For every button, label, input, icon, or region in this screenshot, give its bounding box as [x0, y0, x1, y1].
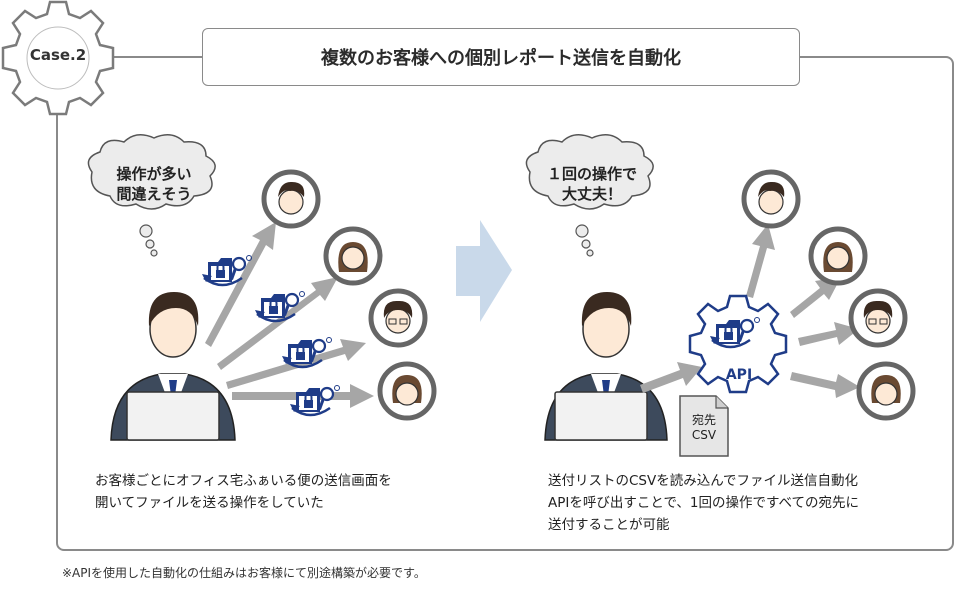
left-caption-line2: 開いてファイルを送る操作をしていた: [95, 495, 324, 511]
left-caption-line1: お客様ごとにオフィス宅ふぁいる便の送信画面を: [95, 473, 392, 489]
footnote: ※APIを使用した自動化の仕組みはお客様にて別途構築が必要です。: [62, 566, 426, 580]
recipient-avatar: [326, 229, 380, 283]
api-label: API: [725, 367, 753, 383]
csv-line2: CSV: [691, 428, 717, 442]
left-bubble-line1: 操作が多い: [116, 165, 192, 183]
page-title: 複数のお客様への個別レポート送信を自動化: [202, 28, 800, 86]
send-arrows-right: [640, 224, 860, 398]
right-bubble-line1: １回の操作で: [546, 165, 637, 183]
recipient-avatar: [811, 229, 865, 283]
right-caption-line3: 送付することが可能: [548, 517, 670, 533]
case-gear-badge: [1, 0, 115, 116]
recipient-avatar: [264, 172, 318, 226]
document-icon: [679, 395, 729, 457]
left-bubble-text: 操作が多い 間違えそう: [94, 164, 214, 204]
recipient-avatar: [371, 291, 425, 345]
gear-icon: [1, 0, 115, 116]
recipient-avatar: [859, 364, 913, 418]
right-caption: 送付リストのCSVを読み込んでファイル送信自動化 APIを呼び出すことで、1回の…: [548, 470, 948, 536]
transition-arrow: [456, 220, 512, 322]
api-gear-icon: [688, 294, 788, 394]
right-bubble-text: １回の操作で 大丈夫！: [532, 164, 652, 204]
lock-key-icon: [288, 384, 341, 417]
recipient-avatar: [744, 172, 798, 226]
thought-cloud-left: [87, 134, 216, 257]
csv-label: 宛先 CSV: [682, 413, 726, 443]
left-bubble-line2: 間違えそう: [116, 185, 192, 203]
csv-line1: 宛先: [691, 413, 716, 427]
recipient-avatar: [851, 291, 905, 345]
right-bubble-line2: 大丈夫！: [561, 185, 622, 203]
recipient-avatar: [380, 364, 434, 418]
office-worker-left: [110, 292, 236, 441]
lock-key-icon: [280, 336, 333, 369]
right-caption-line1: 送付リストのCSVを読み込んでファイル送信自動化: [548, 473, 859, 489]
left-caption: お客様ごとにオフィス宅ふぁいる便の送信画面を 開いてファイルを送る操作をしていた: [95, 470, 475, 514]
thought-cloud-right: [525, 134, 654, 257]
case-label: Case.2: [29, 46, 87, 64]
right-caption-line2: APIを呼び出すことで、1回の操作ですべての宛先に: [548, 495, 860, 511]
office-worker-right: [544, 292, 668, 441]
